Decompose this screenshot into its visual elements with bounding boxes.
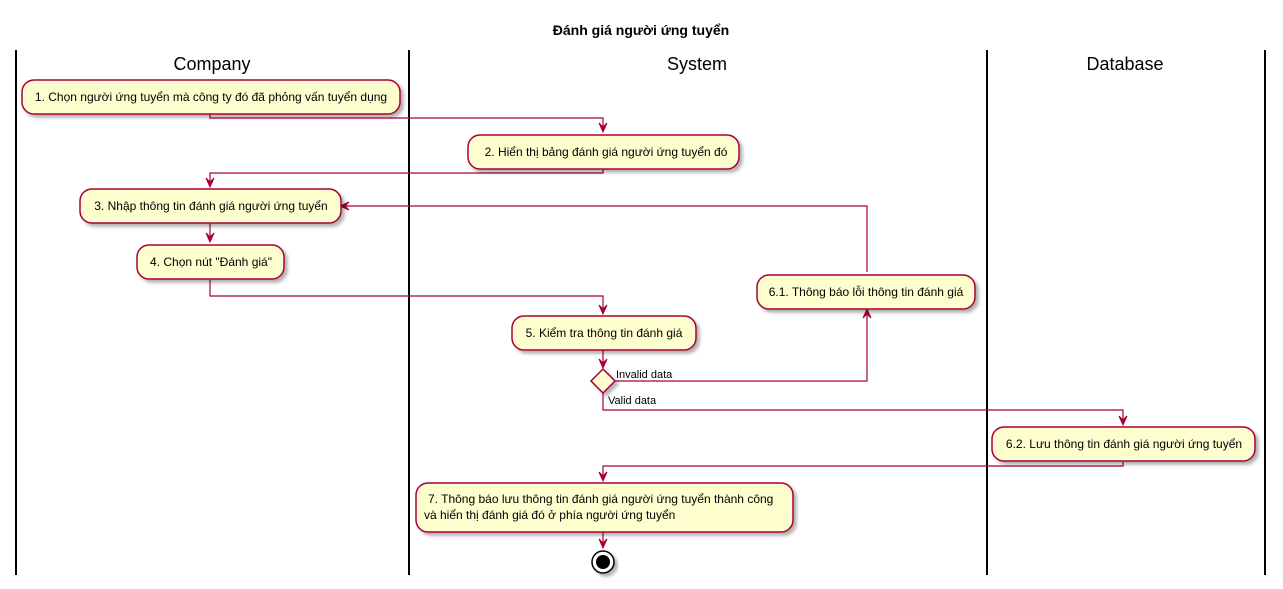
activity-7-label-line-1: 7. Thông báo lưu thông tin đánh giá ngườ…	[428, 492, 773, 506]
flow-2-to-3	[209, 169, 604, 183]
activity-5: 5. Kiểm tra thông tin đánh giá	[511, 315, 697, 351]
guard-valid-data: Valid data	[608, 395, 657, 407]
guard-invalid-data: Invalid data	[616, 369, 673, 381]
arrowhead-3-back	[338, 201, 350, 211]
decision-diamond	[589, 367, 617, 395]
arrowhead-2	[598, 122, 608, 134]
flow-decision-to-6-1	[615, 313, 868, 382]
flow-1-to-2	[209, 114, 604, 128]
lane-title-company: Company	[173, 54, 250, 74]
flow-6-2-to-7	[602, 462, 1124, 477]
arrowhead-4	[205, 232, 215, 244]
activity-1-label: 1. Chọn người ứng tuyển mà công ty đó đã…	[35, 90, 387, 104]
activity-3-label: 3. Nhập thông tin đánh giá người ứng tuy…	[94, 199, 327, 213]
flow-4-to-5	[209, 280, 604, 310]
activity-3: 3. Nhập thông tin đánh giá người ứng tuy…	[79, 188, 342, 224]
activity-1: 1. Chọn người ứng tuyển mà công ty đó đã…	[21, 79, 401, 115]
lane-title-system: System	[667, 54, 727, 74]
arrowhead-5	[598, 304, 608, 316]
activity-4: 4. Chọn nút "Đánh giá"	[136, 244, 285, 280]
activity-4-label: 4. Chọn nút "Đánh giá"	[150, 255, 272, 269]
arrowhead-6-2	[1118, 415, 1128, 427]
flow-decision-to-6-2	[602, 393, 1124, 421]
activity-2: 2. Hiển thị bảng đánh giá người ứng tuyể…	[467, 134, 740, 170]
activity-6-1: 6.1. Thông báo lỗi thông tin đánh giá	[756, 274, 976, 310]
arrowhead-3	[205, 177, 215, 189]
activity-6-2: 6.2. Lưu thông tin đánh giá người ứng tu…	[991, 426, 1256, 462]
activity-7-label-line-2: và hiển thị đánh giá đó ở phía người ứng…	[424, 508, 675, 522]
arrowhead-end	[598, 538, 608, 550]
arrowhead-decision	[598, 358, 608, 370]
lane-title-database: Database	[1086, 54, 1163, 74]
activity-6-1-label: 6.1. Thông báo lỗi thông tin đánh giá	[769, 284, 964, 299]
flow-connectors	[205, 114, 1128, 550]
flow-6-1-to-3	[344, 205, 868, 272]
activity-5-label: 5. Kiểm tra thông tin đánh giá	[526, 326, 683, 340]
activity-6-2-label: 6.2. Lưu thông tin đánh giá người ứng tu…	[1006, 437, 1242, 451]
activity-2-label: 2. Hiển thị bảng đánh giá người ứng tuyể…	[485, 145, 728, 159]
diagram-title: Đánh giá người ứng tuyển	[553, 22, 729, 38]
activity-7: 7. Thông báo lưu thông tin đánh giá ngườ…	[415, 482, 794, 533]
arrowhead-6-1	[862, 307, 872, 319]
arrowhead-7	[598, 471, 608, 483]
end-node	[591, 550, 615, 574]
